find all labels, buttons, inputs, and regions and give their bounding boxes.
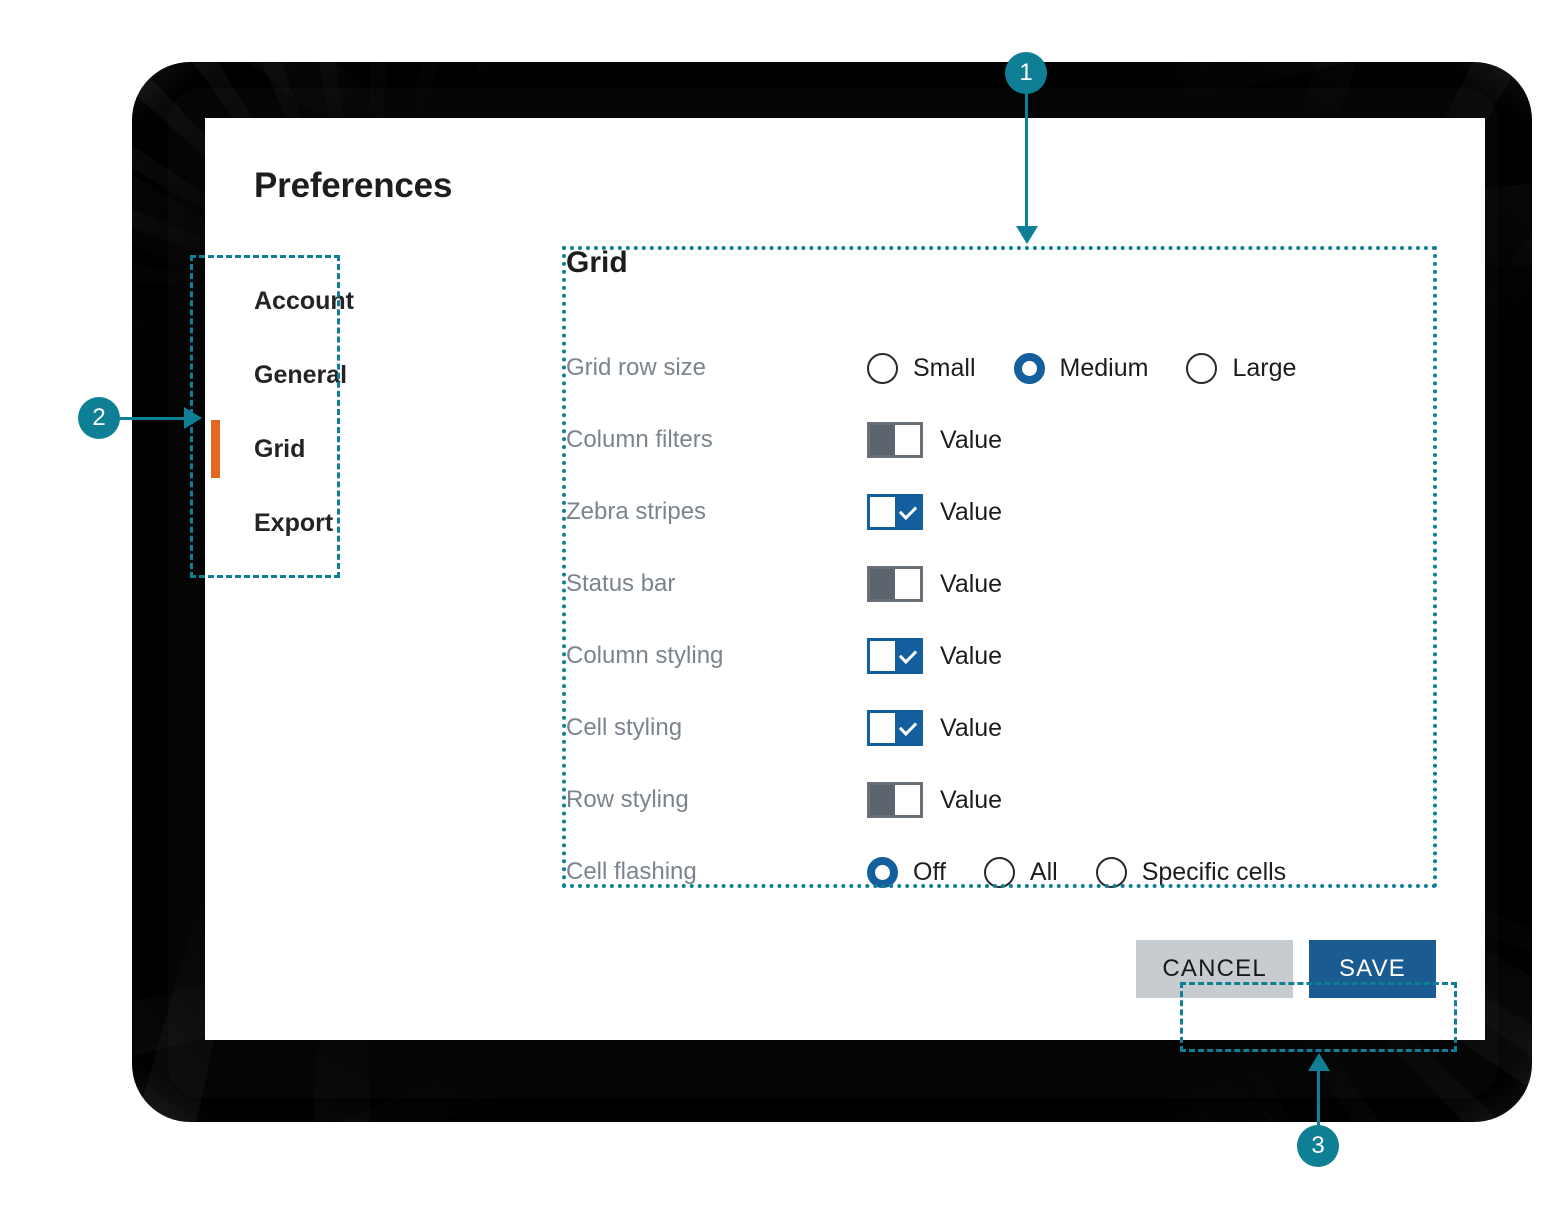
sidebar-item-label: Grid xyxy=(254,434,306,463)
toggle-off-icon[interactable] xyxy=(867,566,923,602)
setting-label: Grid row size xyxy=(566,354,707,381)
setting-control: Value xyxy=(867,782,1002,818)
sidebar-active-indicator xyxy=(211,420,220,478)
callout-marker-3[interactable]: 3 xyxy=(1297,1125,1339,1167)
setting-control: Off All Specific cells xyxy=(867,856,1287,888)
sidebar-item-general[interactable]: General xyxy=(254,338,554,412)
setting-control: Value xyxy=(867,566,1002,602)
sidebar-active-indicator xyxy=(211,346,220,404)
setting-row: Grid row size Small Medium Large xyxy=(562,332,1438,404)
radio-group: Off All Specific cells xyxy=(867,856,1287,888)
setting-control: Value xyxy=(867,422,1002,458)
toggle-wrapper[interactable]: Value xyxy=(867,566,1002,602)
setting-row: Column styling Value xyxy=(562,620,1438,692)
sidebar-active-indicator xyxy=(211,494,220,552)
toggle-wrapper[interactable]: Value xyxy=(867,494,1002,530)
section-title: Grid xyxy=(566,246,628,279)
setting-row: Column filters Value xyxy=(562,404,1438,476)
toggle-on-icon[interactable] xyxy=(867,710,923,746)
radio-option-label: Small xyxy=(913,353,976,382)
radio-option[interactable]: Small xyxy=(867,352,976,384)
setting-label: Row styling xyxy=(566,786,689,813)
footer-buttons: CANCEL SAVE xyxy=(1136,940,1436,998)
radio-option-label: Off xyxy=(913,857,946,886)
radio-option[interactable]: Specific cells xyxy=(1095,856,1287,888)
toggle-value-label: Value xyxy=(940,497,1003,526)
save-button[interactable]: SAVE xyxy=(1308,940,1436,998)
radio-unselected-icon[interactable] xyxy=(1186,352,1218,384)
toggle-value-label: Value xyxy=(940,641,1003,670)
radio-unselected-icon[interactable] xyxy=(1095,856,1127,888)
sidebar-item-account[interactable]: Account xyxy=(254,264,554,338)
setting-label: Status bar xyxy=(566,570,676,597)
radio-option-label: All xyxy=(1029,857,1058,886)
setting-control: Value xyxy=(867,710,1002,746)
setting-label: Cell styling xyxy=(566,714,683,741)
setting-row: Row styling Value xyxy=(562,764,1438,836)
sidebar-item-grid[interactable]: Grid xyxy=(211,412,554,486)
setting-label: Column filters xyxy=(566,426,713,453)
toggle-track xyxy=(895,569,920,599)
toggle-on-icon[interactable] xyxy=(867,494,923,530)
radio-group: Small Medium Large xyxy=(867,352,1297,384)
sidebar-item-label: General xyxy=(254,360,348,389)
radio-option[interactable]: Large xyxy=(1186,352,1297,384)
radio-unselected-icon[interactable] xyxy=(983,856,1015,888)
toggle-off-icon[interactable] xyxy=(867,782,923,818)
radio-option[interactable]: Off xyxy=(867,856,946,888)
radio-option-label: Medium xyxy=(1059,353,1149,382)
setting-label: Column styling xyxy=(566,642,724,669)
setting-label: Zebra stripes xyxy=(566,498,707,525)
setting-row: Cell flashing Off All Specific cells xyxy=(562,836,1438,908)
toggle-wrapper[interactable]: Value xyxy=(867,422,1002,458)
radio-selected-icon[interactable] xyxy=(1013,352,1045,384)
sidebar-item-label: Account xyxy=(254,286,354,315)
toggle-value-label: Value xyxy=(940,713,1003,742)
setting-row: Zebra stripes Value xyxy=(562,476,1438,548)
setting-row: Status bar Value xyxy=(562,548,1438,620)
toggle-wrapper[interactable]: Value xyxy=(867,710,1002,746)
toggle-knob xyxy=(895,641,920,671)
page-title: Preferences xyxy=(254,166,453,205)
toggle-knob xyxy=(895,713,920,743)
toggle-knob xyxy=(870,425,895,455)
callout-marker-1[interactable]: 1 xyxy=(1005,52,1047,94)
sidebar-item-export[interactable]: Export xyxy=(254,486,554,560)
radio-selected-icon[interactable] xyxy=(867,856,898,888)
toggle-track xyxy=(895,425,920,455)
callout-marker-2[interactable]: 2 xyxy=(78,397,120,439)
setting-row: Cell styling Value xyxy=(562,692,1438,764)
toggle-value-label: Value xyxy=(940,569,1003,598)
toggle-knob xyxy=(870,569,895,599)
toggle-on-icon[interactable] xyxy=(867,638,923,674)
sidebar-item-label: Export xyxy=(254,508,334,537)
setting-control: Value xyxy=(867,638,1002,674)
radio-option[interactable]: Medium xyxy=(1013,352,1149,384)
cancel-button[interactable]: CANCEL xyxy=(1136,940,1293,998)
toggle-track xyxy=(895,785,920,815)
toggle-value-label: Value xyxy=(940,425,1003,454)
toggle-track xyxy=(870,641,895,671)
radio-unselected-icon[interactable] xyxy=(867,352,898,384)
toggle-wrapper[interactable]: Value xyxy=(867,638,1002,674)
toggle-value-label: Value xyxy=(940,785,1003,814)
toggle-knob xyxy=(870,785,895,815)
setting-label: Cell flashing xyxy=(566,858,697,885)
toggle-wrapper[interactable]: Value xyxy=(867,782,1002,818)
setting-control: Value xyxy=(867,494,1002,530)
toggle-track xyxy=(870,713,895,743)
toggle-track xyxy=(870,497,895,527)
setting-control: Small Medium Large xyxy=(867,352,1297,384)
radio-option-label: Specific cells xyxy=(1141,857,1287,886)
toggle-off-icon[interactable] xyxy=(867,422,923,458)
radio-option-label: Large xyxy=(1232,353,1297,382)
sidebar-active-indicator xyxy=(211,272,220,330)
toggle-knob xyxy=(895,497,920,527)
radio-option[interactable]: All xyxy=(983,856,1058,888)
